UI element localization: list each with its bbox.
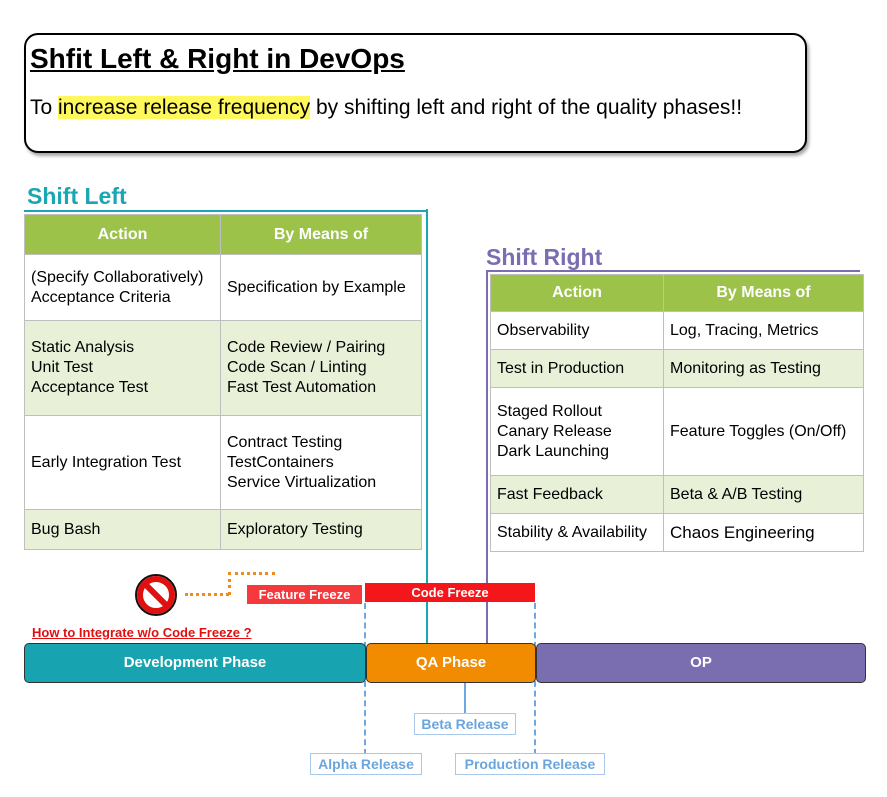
shift-left-means-cell: Code Review / Pairing Code Scan / Lintin… <box>220 320 422 416</box>
cell-line: Observability <box>497 321 590 339</box>
cell-line: Contract Testing <box>227 433 343 451</box>
no-entry-icon <box>135 574 177 616</box>
shift-left-action-cell: Bug Bash <box>24 509 221 550</box>
cell-line: Code Scan / Linting <box>227 359 367 376</box>
shift-right-means-cell: Beta & A/B Testing <box>663 475 864 514</box>
shift-left-title: Shift Left <box>27 183 127 209</box>
subtitle-before: To <box>30 96 59 119</box>
shift-left-table: Action By Means of (Specify Collaborativ… <box>24 214 422 550</box>
shift-right-title: Shift Right <box>486 244 603 270</box>
feature-freeze-connector <box>185 593 229 596</box>
shift-right-connector <box>486 270 488 644</box>
cell-line: Acceptance Test <box>31 379 149 396</box>
table-row: Early Integration Test Contract Testing … <box>24 415 422 510</box>
cell-line: Code Review / Pairing <box>227 339 386 356</box>
table-row: Bug Bash Exploratory Testing <box>24 509 422 550</box>
feature-freeze-bar: Feature Freeze <box>247 585 362 604</box>
feature-freeze-connector <box>228 572 275 595</box>
table-row: (Specify Collaboratively) Acceptance Cri… <box>24 254 422 321</box>
shift-right-header-action: Action <box>490 274 664 312</box>
cell-line: Stability & Availability <box>497 523 647 541</box>
cell-line: Dark Launching <box>497 442 610 460</box>
cell-line: Chaos Engineering <box>670 522 815 542</box>
shift-right-action-cell: Stability & Availability <box>490 513 664 552</box>
shift-right-means-cell: Chaos Engineering <box>663 513 864 552</box>
shift-right-header-means: By Means of <box>663 274 864 312</box>
shift-left-action-cell: Static Analysis Unit Test Acceptance Tes… <box>24 320 221 416</box>
shift-left-action-cell: Early Integration Test <box>24 415 221 510</box>
shift-right-means-cell: Feature Toggles (On/Off) <box>663 387 864 476</box>
cell-line: TestContainers <box>227 453 334 471</box>
shift-left-action-cell: (Specify Collaboratively) Acceptance Cri… <box>24 254 221 321</box>
production-release-label: Production Release <box>455 753 605 775</box>
op-phase: OP <box>536 643 866 683</box>
cell-line: Specification by Example <box>227 278 406 296</box>
cell-line: Exploratory Testing <box>227 520 363 538</box>
table-row: Observability Log, Tracing, Metrics <box>490 311 864 350</box>
development-phase: Development Phase <box>24 643 366 683</box>
shift-right-means-cell: Monitoring as Testing <box>663 349 864 388</box>
qa-phase: QA Phase <box>366 643 536 683</box>
cell-line: Canary Release <box>497 422 612 440</box>
page-subtitle: To increase release frequency by shiftin… <box>30 96 742 120</box>
cell-line: Beta & A/B Testing <box>670 485 803 503</box>
shift-right-action-cell: Fast Feedback <box>490 475 664 514</box>
cell-line: Acceptance Criteria <box>31 288 171 306</box>
table-row: Static Analysis Unit Test Acceptance Tes… <box>24 320 422 416</box>
alpha-release-label: Alpha Release <box>310 753 422 775</box>
shift-right-table: Action By Means of Observability Log, Tr… <box>490 274 864 552</box>
code-freeze-bar: Code Freeze <box>365 583 535 602</box>
cell-line: Static Analysis <box>31 339 135 356</box>
cell-line: Early Integration Test <box>31 453 182 471</box>
header-card <box>24 33 807 153</box>
beta-release-label: Beta Release <box>414 713 516 735</box>
page-title: Shfit Left & Right in DevOps <box>30 43 405 74</box>
shift-left-means-cell: Specification by Example <box>220 254 422 321</box>
cell-line: (Specify Collaboratively) <box>31 268 204 286</box>
cell-line: Log, Tracing, Metrics <box>670 321 819 339</box>
table-row: Fast Feedback Beta & A/B Testing <box>490 475 864 514</box>
shift-right-means-cell: Log, Tracing, Metrics <box>663 311 864 350</box>
shift-left-rule <box>24 210 428 212</box>
shift-left-connector <box>426 209 428 646</box>
cell-line: Monitoring as Testing <box>670 359 821 377</box>
shift-left-header-means: By Means of <box>220 214 422 255</box>
table-row: Staged Rollout Canary Release Dark Launc… <box>490 387 864 476</box>
subtitle-after: by shifting left and right of the qualit… <box>310 96 743 119</box>
shift-right-action-cell: Observability <box>490 311 664 350</box>
beta-release-line <box>464 683 466 713</box>
cell-line: Staged Rollout <box>497 402 602 420</box>
shift-right-rule <box>486 270 860 272</box>
shift-left-header-action: Action <box>24 214 221 255</box>
cell-line: Fast Test Automation <box>227 379 377 396</box>
subtitle-highlight: increase release frequency <box>58 96 311 119</box>
table-row: Stability & Availability Chaos Engineeri… <box>490 513 864 552</box>
cell-line: Test in Production <box>497 359 625 377</box>
table-row: Test in Production Monitoring as Testing <box>490 349 864 388</box>
shift-left-means-cell: Contract Testing TestContainers Service … <box>220 415 422 510</box>
shift-left-means-cell: Exploratory Testing <box>220 509 422 550</box>
cell-line: Fast Feedback <box>497 485 603 503</box>
shift-right-action-cell: Test in Production <box>490 349 664 388</box>
cell-line: Unit Test <box>31 359 93 376</box>
shift-right-action-cell: Staged Rollout Canary Release Dark Launc… <box>490 387 664 476</box>
cell-line: Feature Toggles (On/Off) <box>670 422 847 440</box>
integrate-question-link[interactable]: How to Integrate w/o Code Freeze ? <box>32 625 252 640</box>
cell-line: Service Virtualization <box>227 473 377 491</box>
cell-line: Bug Bash <box>31 520 101 538</box>
